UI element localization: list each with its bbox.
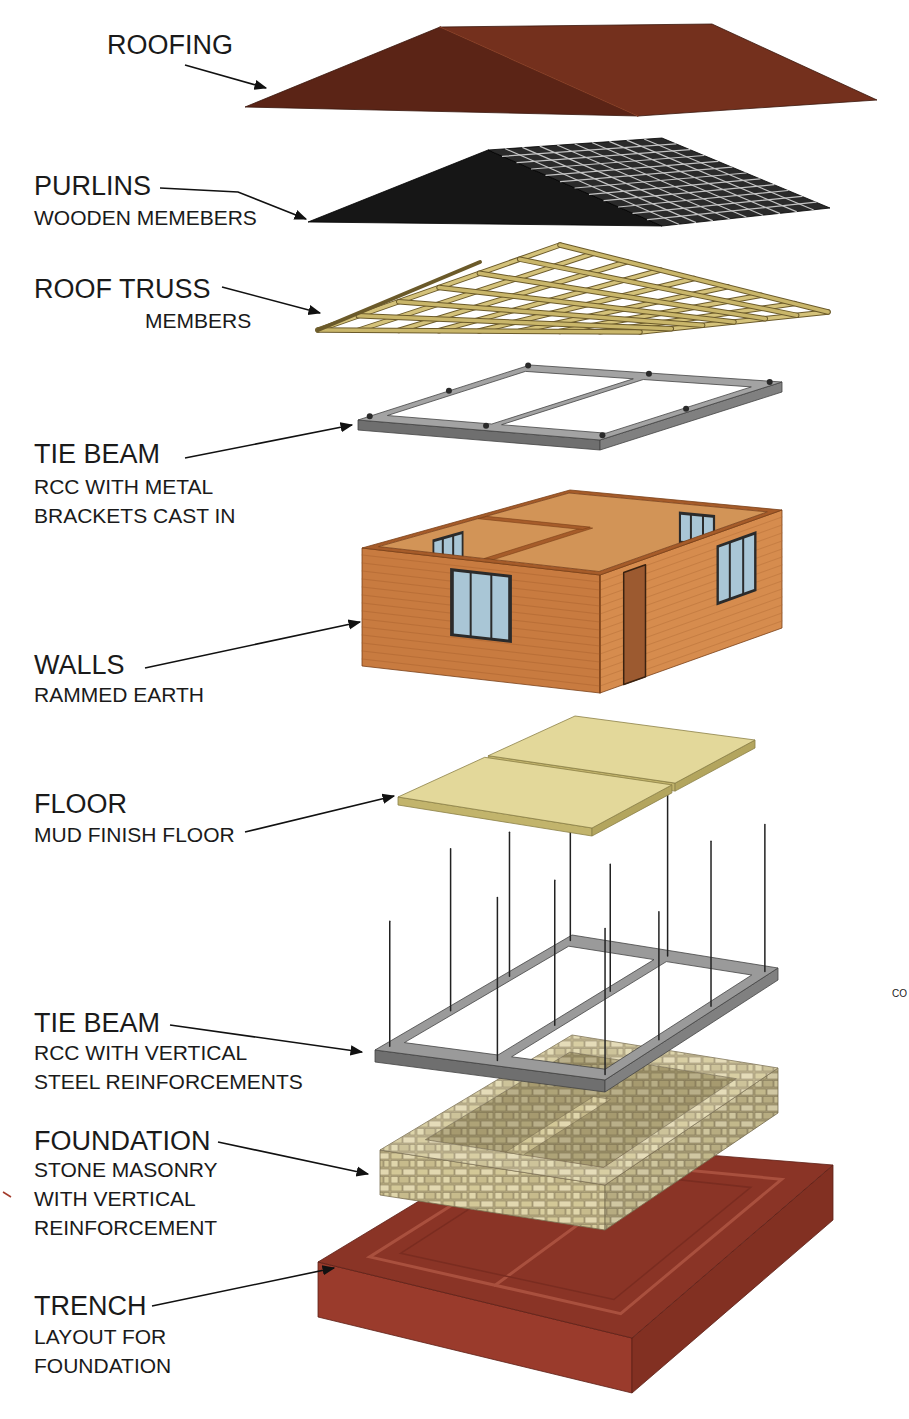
cropped-text: CO: [892, 988, 907, 1000]
part-name: FLOOR: [34, 788, 127, 820]
part-note: RAMMED EARTH: [34, 680, 204, 709]
tie-beam-side: [600, 382, 782, 450]
steel-rod: [570, 815, 572, 941]
window-glass: [454, 571, 508, 639]
floor-slab: [398, 757, 672, 828]
wall-corner: [599, 575, 600, 693]
steel-rod: [604, 929, 606, 1075]
leader-line: [245, 796, 394, 832]
truss-rafter: [318, 262, 480, 330]
part-name: WALLS: [34, 649, 125, 681]
part-name: TRENCH: [34, 1290, 147, 1322]
roof-sheet: [440, 24, 877, 116]
window-frame: [717, 531, 757, 605]
metal-bracket: [525, 363, 531, 369]
rammed-layer: [362, 659, 600, 686]
window-mullion: [470, 572, 472, 636]
leader-line: [185, 425, 352, 458]
window-glass: [719, 535, 754, 602]
truss-member: [560, 245, 828, 312]
leader-line: [185, 65, 266, 88]
leader-line: [152, 1268, 334, 1306]
truss-member: [318, 330, 640, 332]
foundation-cross-wall: [506, 1097, 611, 1156]
steel-rod: [509, 832, 511, 976]
metal-bracket: [446, 388, 452, 394]
part-name: TIE BEAM: [34, 438, 160, 470]
part-note: MEMBERS: [145, 306, 251, 335]
steel-rod: [764, 824, 766, 971]
purlin-panel: [488, 138, 830, 226]
tie-beam-top: [375, 935, 778, 1080]
steel-rod: [658, 912, 660, 1040]
truss-member-edge: [318, 330, 640, 332]
part-note: RCC WITH VERTICAL STEEL REINFORCEMENTS: [34, 1038, 314, 1096]
partition-wall: [484, 527, 593, 559]
steel-rod: [710, 841, 712, 1006]
part-name: ROOFING: [107, 29, 233, 61]
metal-bracket: [683, 406, 689, 412]
purlin-member: [645, 139, 814, 210]
metal-bracket: [599, 432, 605, 438]
part-note: WOODEN MEMEBERS: [34, 203, 257, 232]
steel-rod: [389, 921, 391, 1046]
part-note: RCC WITH METAL BRACKETS CAST IN: [34, 472, 249, 530]
window-mullion: [490, 575, 492, 639]
steel-rod: [450, 849, 452, 1011]
metal-bracket: [483, 423, 489, 429]
purlin-member: [610, 142, 780, 214]
metal-bracket: [767, 379, 773, 385]
steel-rod: [497, 897, 499, 1060]
part-name: TIE BEAM: [34, 1007, 160, 1039]
stray-mark: [3, 1192, 11, 1197]
wall-face: [600, 510, 782, 693]
part-name: FOUNDATION: [34, 1125, 211, 1157]
door: [624, 565, 646, 685]
truss-member-edge: [560, 245, 828, 312]
tie-beam-top: [358, 365, 782, 440]
rammed-layer: [362, 643, 600, 670]
tie-beam-side: [605, 968, 778, 1092]
steel-rod: [610, 864, 612, 991]
steel-rod: [554, 880, 556, 1025]
rammed-layer: [362, 651, 600, 678]
part-name: PURLINS: [34, 170, 151, 202]
part-note: MUD FINISH FLOOR: [34, 820, 235, 849]
metal-bracket: [367, 413, 373, 419]
roof-ridge: [440, 27, 638, 116]
part-name: ROOF TRUSS: [34, 273, 211, 305]
steel-rod: [667, 792, 669, 956]
leader-line: [145, 622, 360, 668]
leader-line: [218, 1142, 368, 1174]
part-note: LAYOUT FOR FOUNDATION: [34, 1322, 184, 1380]
house-exploded-view: [245, 24, 877, 1393]
window-mullion: [729, 543, 731, 599]
window-mullion: [742, 538, 744, 594]
part-note: STONE MASONRY WITH VERTICAL REINFORCEMEN…: [34, 1155, 244, 1242]
metal-bracket: [646, 371, 652, 377]
purlin-member: [627, 140, 796, 211]
partition-wall: [478, 516, 590, 529]
window-frame: [450, 568, 512, 643]
